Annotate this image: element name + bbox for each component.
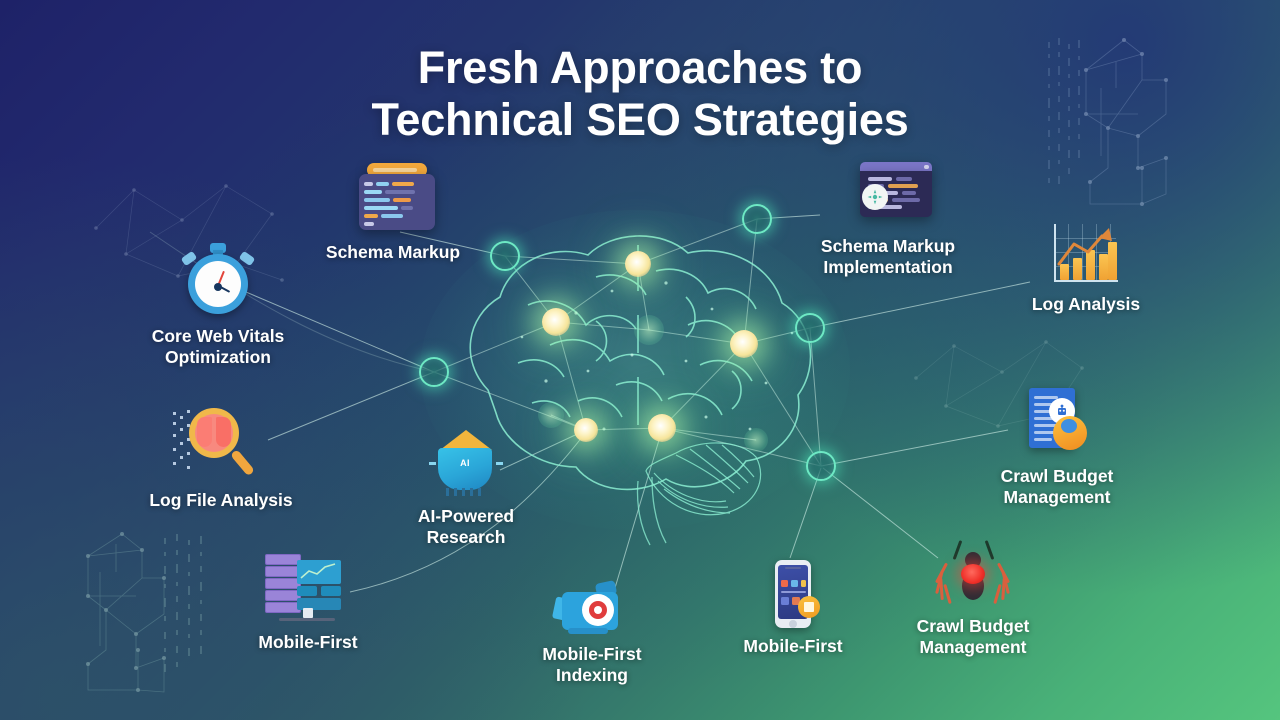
item-label: Crawl Budget Management <box>916 616 1030 658</box>
item-crawl-budget-management-doc[interactable]: Crawl Budget Management <box>988 386 1126 509</box>
item-label: Log File Analysis <box>149 490 293 510</box>
ai-chip-label: AI <box>460 458 470 468</box>
network-node-glow <box>542 308 570 336</box>
item-label: Schema Markup <box>325 242 461 262</box>
network-node-glow <box>574 418 598 442</box>
item-mobile-first-indexing[interactable]: Mobile-First Indexing <box>534 578 650 687</box>
network-node-glow <box>648 414 676 442</box>
item-label: Mobile-First Indexing <box>542 644 642 686</box>
browser-code-icon <box>838 162 938 226</box>
network-node-ring <box>419 357 449 387</box>
item-schema-markup-implementation[interactable]: Schema Markup Implementation <box>810 162 966 279</box>
item-label: Core Web Vitals Optimization <box>151 326 285 368</box>
mini-trend-chart-icon <box>300 563 336 579</box>
device-index-icon <box>551 578 632 638</box>
network-node-soft <box>744 428 768 452</box>
network-node-ring <box>795 313 825 343</box>
page-title: Fresh Approaches to Technical SEO Strate… <box>0 42 1280 146</box>
item-log-analysis[interactable]: Log Analysis <box>1020 220 1152 315</box>
network-node-glow <box>730 330 758 358</box>
title-line-2: Technical SEO Strategies <box>371 94 909 146</box>
smartphone-icon <box>755 558 831 634</box>
item-log-file-analysis[interactable]: Log File Analysis <box>145 402 297 511</box>
stopwatch-icon <box>178 240 258 320</box>
network-node-soft <box>634 315 664 345</box>
item-core-web-vitals[interactable]: Core Web Vitals Optimization <box>140 240 296 369</box>
network-node-ring <box>742 204 772 234</box>
item-mobile-first-dashboard[interactable]: Mobile-First <box>248 550 368 653</box>
item-label: Crawl Budget Management <box>1000 466 1114 508</box>
item-mobile-first-phone[interactable]: Mobile-First <box>733 558 853 657</box>
circuit-decoration-bottom-left <box>86 532 202 693</box>
item-label: Mobile-First <box>258 632 358 652</box>
item-label: Schema Markup Implementation <box>820 236 956 278</box>
code-window-icon <box>343 162 443 232</box>
item-crawl-budget-management-spider[interactable]: Crawl Budget Management <box>905 538 1041 659</box>
binary-bits-decoration <box>171 410 190 472</box>
item-schema-markup[interactable]: Schema Markup <box>315 162 471 263</box>
title-line-1: Fresh Approaches to <box>417 42 863 93</box>
item-ai-powered-research[interactable]: AI AI-Powered Research <box>386 428 546 549</box>
item-label: Log Analysis <box>1031 294 1141 314</box>
magnifier-brain-icon <box>171 402 271 486</box>
document-crawl-icon <box>1017 386 1097 458</box>
server-dashboard-icon <box>263 550 353 626</box>
network-node-soft <box>538 402 564 428</box>
spider-crawler-icon <box>932 538 1014 612</box>
network-node-ring <box>490 241 520 271</box>
item-label: AI-Powered Research <box>417 506 515 548</box>
growth-arrow-icon <box>1057 228 1112 266</box>
crawler-bot-glyph-icon <box>1058 404 1066 415</box>
network-node-ring <box>806 451 836 481</box>
network-node-glow <box>625 251 651 277</box>
ai-chip-icon: AI <box>426 428 506 500</box>
schema-glyph-icon <box>867 189 883 205</box>
bar-chart-growth-icon <box>1046 220 1126 284</box>
item-label: Mobile-First <box>743 636 843 656</box>
